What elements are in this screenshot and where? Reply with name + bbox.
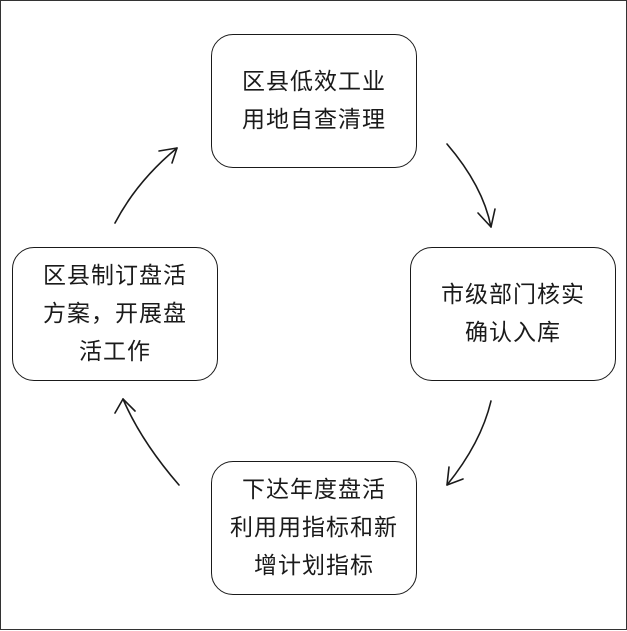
node-text-line: 增计划指标 [254,553,374,579]
arrow-bottom-to-left [114,398,180,486]
node-text-line: 利用用指标和新 [230,515,398,541]
arrow-line [446,400,492,486]
arrowhead [446,466,464,486]
node-text-line: 确认入库 [465,320,561,346]
node-text-line: 下达年度盘活 [242,477,386,503]
node-text-line: 市级部门核实 [441,282,585,308]
arrowhead [477,208,496,228]
arrow-line [122,398,180,486]
node-text-line: 方案，开展盘 [43,301,187,327]
arrowhead [158,147,178,164]
arrow-line [446,143,492,228]
arrow-line [114,147,178,224]
node-self-inspection: 区县低效工业 用地自查清理 [211,34,417,168]
node-revitalization-plan: 区县制订盘活 方案，开展盘 活工作 [12,247,218,381]
arrow-left-to-top [114,147,178,224]
node-text-line: 用地自查清理 [242,107,386,133]
arrowhead [114,398,136,414]
arrow-right-to-bottom [446,400,492,486]
node-text-line: 区县低效工业 [242,69,386,95]
arrow-top-to-right [446,143,496,228]
node-text-line: 活工作 [79,339,151,365]
node-text-line: 区县制订盘活 [43,263,187,289]
node-quota-issuance: 下达年度盘活 利用用指标和新 增计划指标 [211,461,417,595]
node-verification: 市级部门核实 确认入库 [410,247,616,381]
